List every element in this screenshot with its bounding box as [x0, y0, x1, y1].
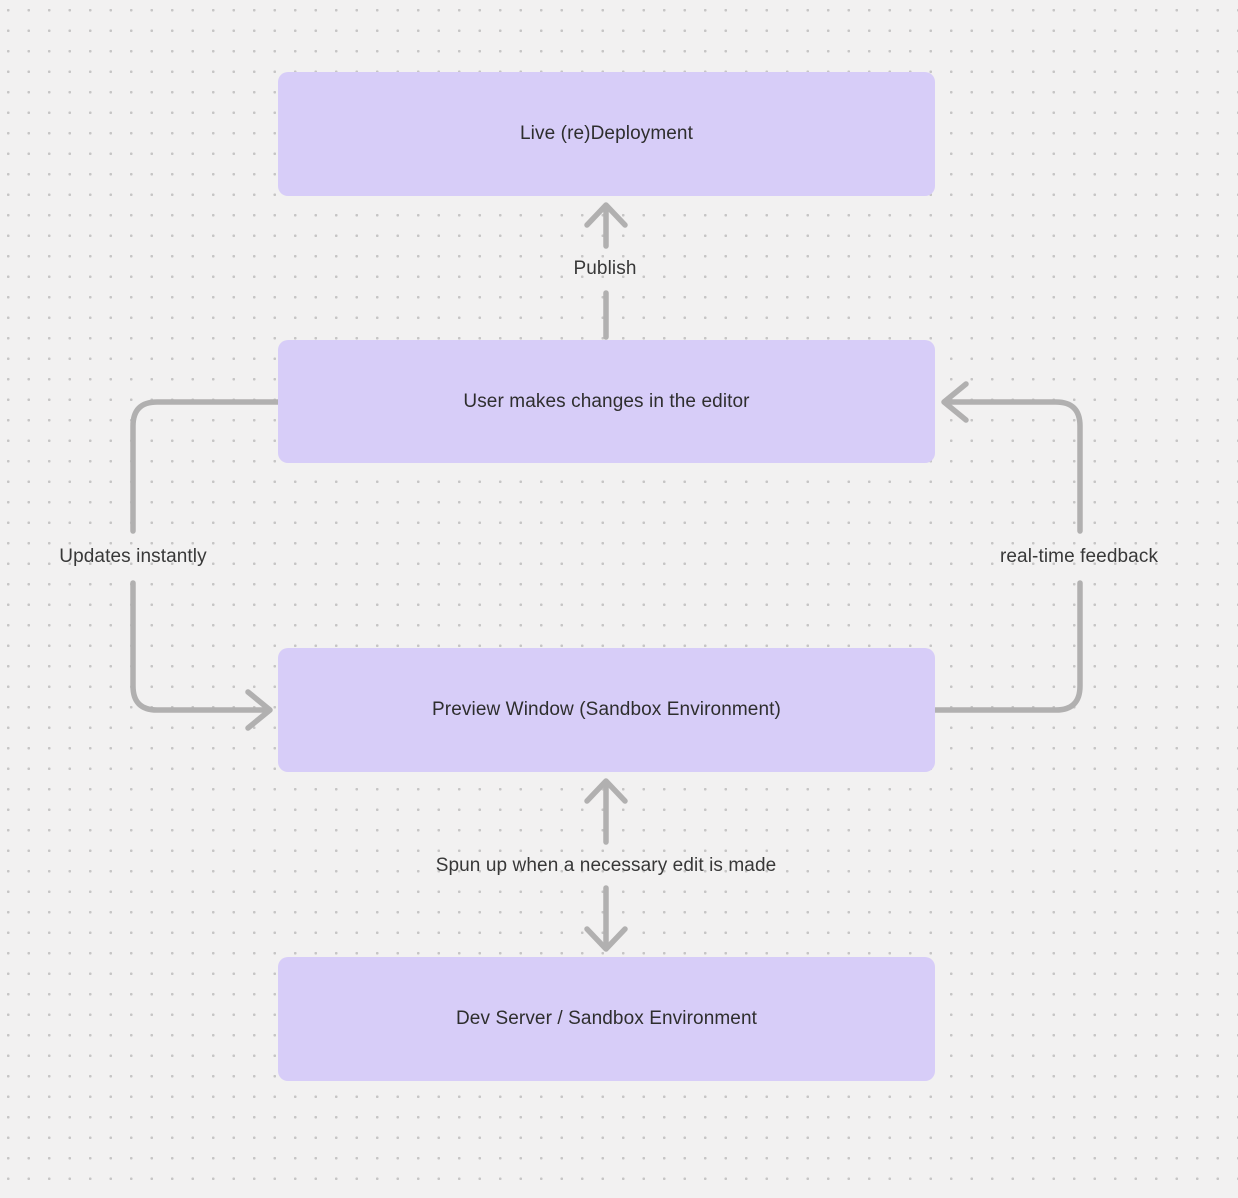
- arrow-updates-head-icon: [245, 689, 273, 731]
- node-label: User makes changes in the editor: [463, 390, 750, 412]
- arrow-spunup-down-head-icon: [584, 926, 628, 952]
- arrow-updates-lower-segment: [130, 580, 267, 713]
- node-label: Live (re)Deployment: [520, 123, 693, 144]
- arrow-feedback-lower-segment: [932, 580, 1083, 713]
- arrow-feedback-head-icon: [941, 381, 969, 423]
- edge-label-updates-instantly: Updates instantly: [59, 546, 207, 567]
- arrow-updates-upper-segment: [130, 399, 281, 534]
- edge-label-spun-up: Spun up when a necessary edit is made: [435, 855, 777, 876]
- arrow-publish-head-icon: [584, 202, 628, 228]
- node-editor-changes[interactable]: User makes changes in the editor: [278, 340, 935, 463]
- node-preview-window[interactable]: Preview Window (Sandbox Environment): [278, 648, 935, 772]
- node-label: Preview Window (Sandbox Environment): [432, 699, 781, 720]
- node-live-redeployment[interactable]: Live (re)Deployment: [278, 72, 935, 196]
- edge-label-publish: Publish: [573, 258, 637, 279]
- arrow-spunup-up-head-icon: [584, 778, 628, 804]
- node-label: Dev Server / Sandbox Environment: [455, 1008, 757, 1029]
- arrow-feedback-upper-segment: [947, 399, 1083, 534]
- edge-label-realtime-feedback: real-time feedback: [999, 546, 1159, 567]
- node-dev-server[interactable]: Dev Server / Sandbox Environment: [278, 957, 935, 1081]
